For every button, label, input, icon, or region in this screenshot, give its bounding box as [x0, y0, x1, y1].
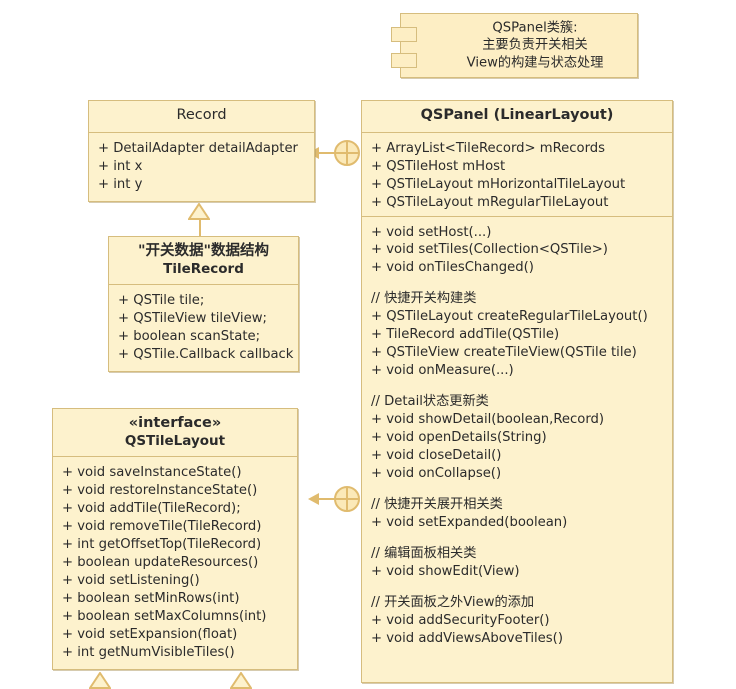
- class-member: + boolean setMaxColumns(int): [62, 608, 267, 624]
- class-member: + void onMeasure(...): [371, 363, 514, 379]
- class-member: + void addViewsAboveTiles(): [371, 630, 563, 646]
- section-comment: // 编辑面板相关类: [371, 545, 477, 561]
- class-member: + QSTileHost mHost: [371, 158, 506, 174]
- class-member: + QSTile tile;: [118, 293, 205, 309]
- class-member: + void addSecurityFooter(): [371, 612, 550, 628]
- class-member: + int x: [98, 158, 143, 174]
- method-section: + void setHost(...) + void setTiles(Coll…: [371, 224, 663, 278]
- class-member: + void showEdit(View): [371, 563, 520, 579]
- class-member: + DetailAdapter detailAdapter: [98, 140, 298, 156]
- class-body-tilerecord: + QSTile tile; + QSTileView tileView; + …: [109, 285, 298, 371]
- class-member: + void onTilesChanged(): [371, 260, 534, 276]
- method-section: // 快捷开关展开相关类 + void setExpanded(boolean): [371, 496, 663, 532]
- class-member: + void restoreInstanceState(): [62, 483, 258, 499]
- component-note-line-1: QSPanel类簇:: [492, 19, 578, 35]
- class-title-tilerecord-line1: "开关数据"数据结构: [137, 243, 270, 259]
- component-tab-icon-bottom: [391, 53, 417, 68]
- class-member: + void openDetails(String): [371, 430, 547, 446]
- section-comment: // 快捷开关展开相关类: [371, 496, 503, 512]
- class-member: + int y: [98, 176, 143, 192]
- class-member: + boolean setMinRows(int): [62, 590, 240, 606]
- class-box-tilerecord: "开关数据"数据结构 TileRecord + QSTile tile; + Q…: [108, 236, 299, 372]
- section-comment: // 快捷开关构建类: [371, 291, 477, 307]
- class-title-qstilelayout: QSTileLayout: [124, 432, 226, 449]
- method-section: // 快捷开关构建类 + QSTileLayout createRegularT…: [371, 290, 663, 380]
- section-comment: // Detail状态更新类: [371, 394, 489, 410]
- class-member: + void setExpansion(float): [62, 626, 238, 642]
- class-member: + void setTiles(Collection<QSTile>): [371, 242, 608, 258]
- class-title-record: Record: [176, 107, 227, 123]
- class-member: + int getOffsetTop(TileRecord): [62, 536, 262, 552]
- class-member: + QSTileView createTileView(QSTile tile): [371, 345, 637, 361]
- qspanel-component-note: QSPanel类簇: 主要负责开关相关 View的构建与状态处理: [391, 13, 638, 78]
- class-member: + QSTileLayout mHorizontalTileLayout: [371, 176, 626, 192]
- class-member: + boolean scanState;: [118, 329, 261, 345]
- class-body-record: + DetailAdapter detailAdapter + int x + …: [89, 133, 314, 201]
- class-member: + ArrayList<TileRecord> mRecords: [371, 140, 606, 156]
- class-member: + void setListening(): [62, 572, 200, 588]
- section-spacer: [371, 483, 663, 496]
- class-box-qstilelayout: «interface» QSTileLayout + void saveInst…: [52, 408, 298, 670]
- crosshair-icon: [334, 486, 360, 512]
- class-member: + QSTileView tileView;: [118, 311, 267, 327]
- method-section: // 编辑面板相关类 + void showEdit(View): [371, 545, 663, 581]
- component-note-line-3: View的构建与状态处理: [466, 55, 604, 71]
- method-section: // Detail状态更新类 + void showDetail(boolean…: [371, 393, 663, 483]
- hollow-triangle-icon: [230, 672, 252, 689]
- class-member: + QSTileLayout mRegularTileLayout: [371, 194, 609, 210]
- section-spacer: [371, 532, 663, 545]
- class-header-qstilelayout: «interface» QSTileLayout: [53, 409, 297, 458]
- class-member: + QSTileLayout createRegularTileLayout(): [371, 309, 648, 325]
- section-spacer: [371, 581, 663, 594]
- class-header-tilerecord: "开关数据"数据结构 TileRecord: [109, 237, 298, 286]
- class-member: + void setHost(...): [371, 224, 492, 240]
- class-title-qspanel: QSPanel (LinearLayout): [420, 107, 614, 123]
- class-member: + void removeTile(TileRecord): [62, 519, 262, 535]
- class-methods-qspanel: + void setHost(...) + void setTiles(Coll…: [362, 217, 672, 655]
- component-tab-icon-top: [391, 27, 417, 42]
- class-member: + void onCollapse(): [371, 465, 502, 481]
- class-member: + void saveInstanceState(): [62, 465, 242, 481]
- section-spacer: [371, 277, 663, 290]
- component-note-line-2: 主要负责开关相关: [482, 37, 588, 53]
- class-body-qstilelayout: + void saveInstanceState() + void restor…: [53, 457, 297, 668]
- class-title-tilerecord-line2: TileRecord: [163, 260, 244, 277]
- relation-line: [199, 219, 201, 237]
- class-box-record: Record + DetailAdapter detailAdapter + i…: [88, 100, 315, 202]
- class-member: + void closeDetail(): [371, 447, 502, 463]
- class-member: + void addTile(TileRecord);: [62, 501, 241, 517]
- class-header-record: Record: [89, 101, 314, 133]
- class-member: + TileRecord addTile(QSTile): [371, 327, 560, 343]
- class-box-qspanel: QSPanel (LinearLayout) + ArrayList<TileR…: [361, 100, 673, 683]
- class-attributes-qspanel: + ArrayList<TileRecord> mRecords + QSTil…: [362, 133, 672, 217]
- method-section: // 开关面板之外View的添加 + void addSecurityFoote…: [371, 594, 663, 648]
- class-stereotype-qstilelayout: «interface»: [128, 415, 222, 431]
- class-member: + boolean updateResources(): [62, 554, 259, 570]
- crosshair-icon: [334, 140, 360, 166]
- section-spacer: [371, 380, 663, 393]
- hollow-triangle-icon: [188, 203, 210, 220]
- class-member: + int getNumVisibleTiles(): [62, 644, 235, 660]
- class-member: + QSTile.Callback callback: [118, 347, 294, 363]
- component-note-text: QSPanel类簇: 主要负责开关相关 View的构建与状态处理: [441, 19, 629, 72]
- section-comment: // 开关面板之外View的添加: [371, 594, 535, 610]
- open-arrow-icon: [308, 493, 319, 505]
- class-member: + void setExpanded(boolean): [371, 514, 568, 530]
- class-header-qspanel: QSPanel (LinearLayout): [362, 101, 672, 133]
- class-member: + void showDetail(boolean,Record): [371, 412, 605, 428]
- hollow-triangle-icon: [89, 672, 111, 689]
